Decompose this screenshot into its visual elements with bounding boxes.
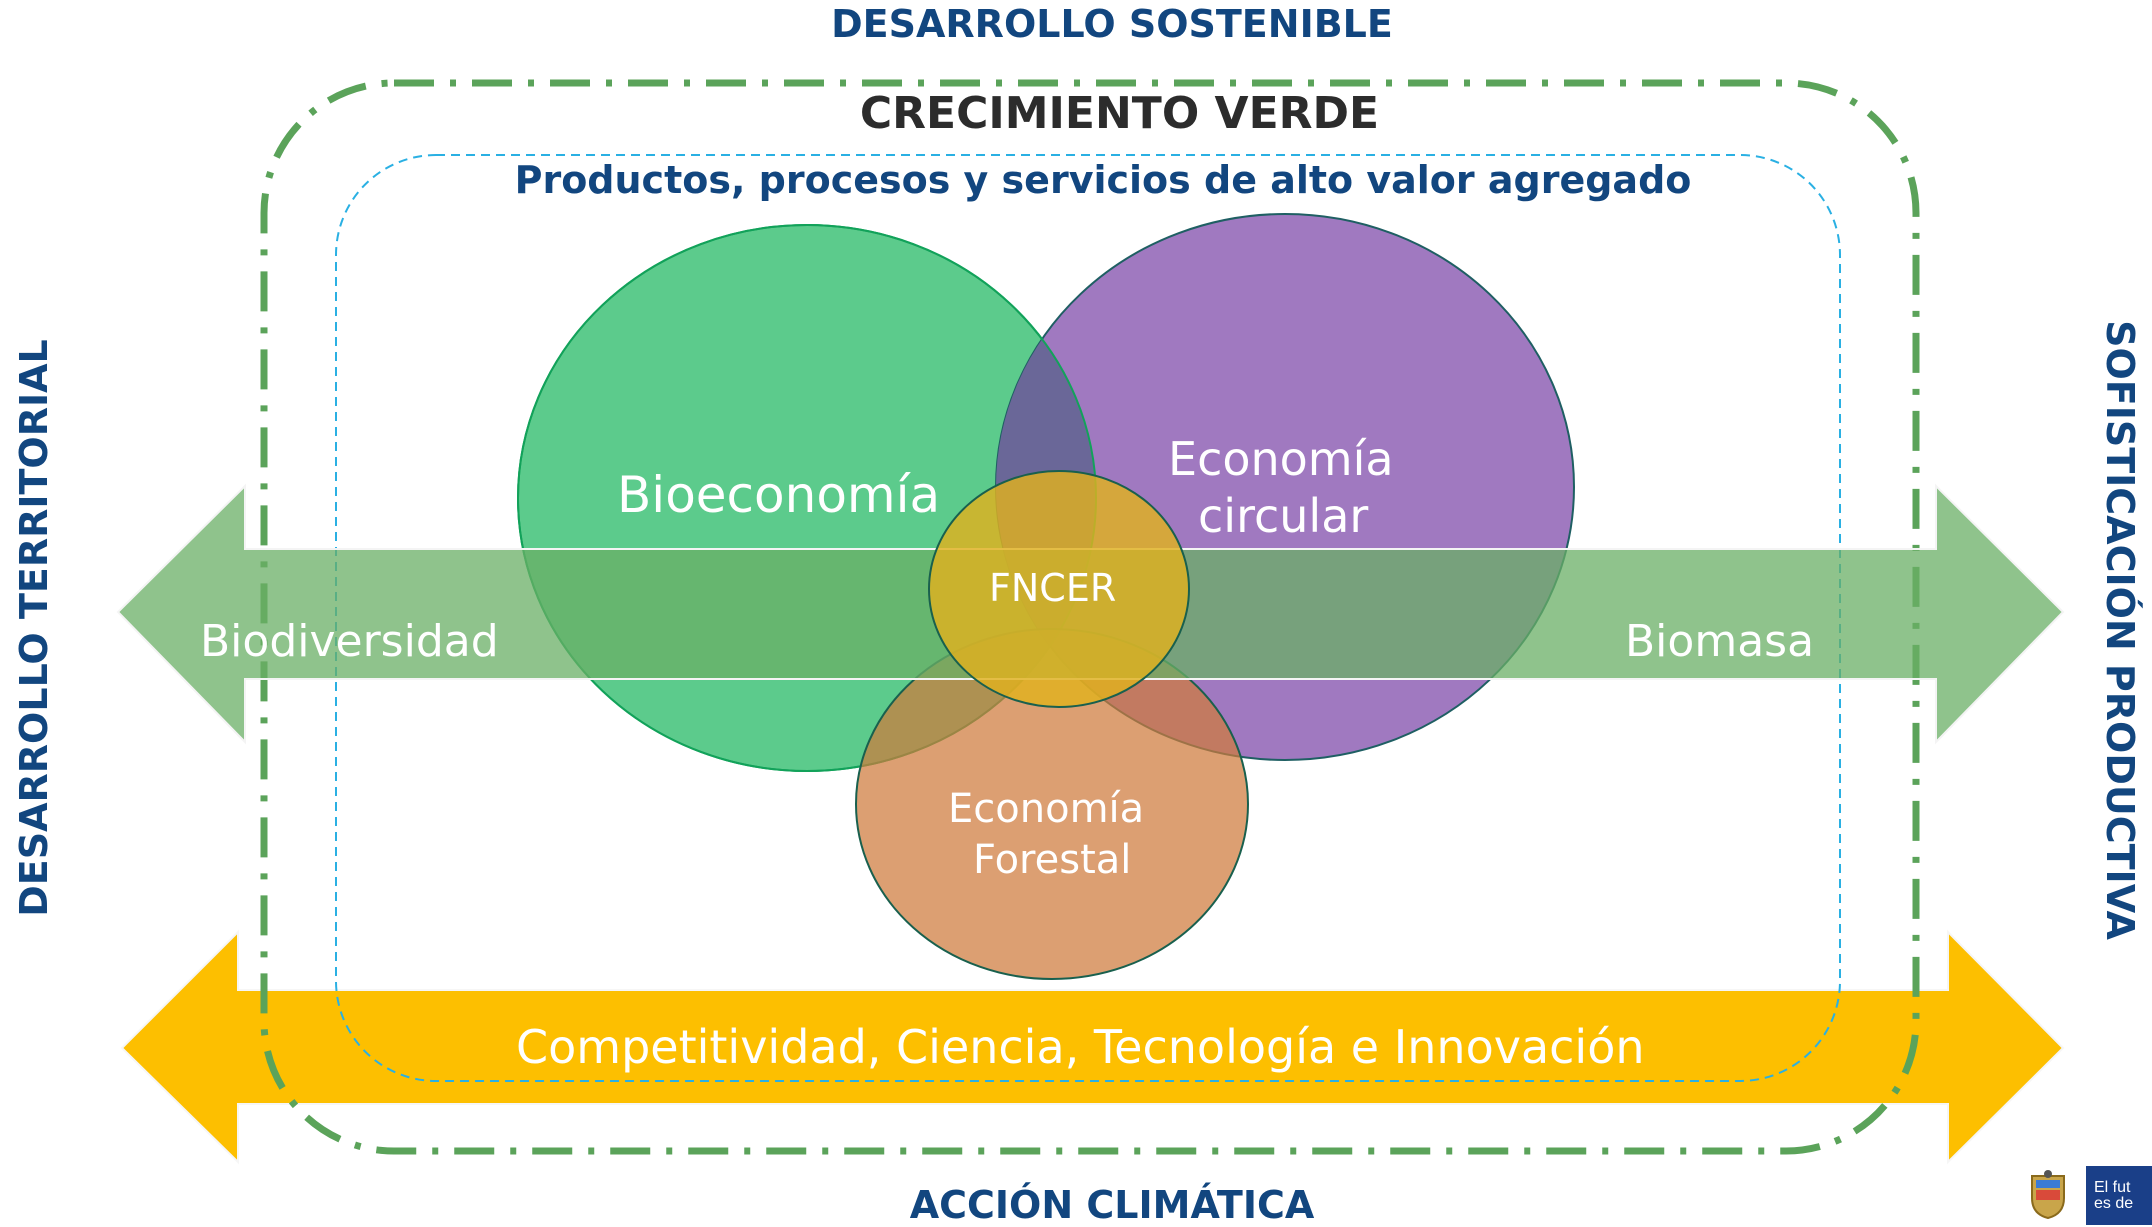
economia-forestal-label-line1: Economía <box>948 786 1145 832</box>
biomasa-label: Biomasa <box>1625 616 1815 667</box>
competitividad-arrow <box>120 929 2065 1165</box>
desarrollo-territorial-title: DESARROLLO TERRITORIAL <box>12 339 56 917</box>
accion-climatica-title: ACCIÓN CLIMÁTICA <box>909 1183 1315 1227</box>
fncer-circle <box>928 470 1190 708</box>
sofisticacion-productiva-title: SOFISTICACIÓN PRODUCTIVA <box>2098 320 2142 940</box>
competitividad-label: Competitividad, Ciencia, Tecnología e In… <box>516 1020 1645 1074</box>
logo-banner: El fut es de <box>2086 1166 2152 1225</box>
economia-circular-label-line1: Economía <box>1168 432 1394 486</box>
logo-text-line2: es de <box>2094 1195 2134 1212</box>
productos-title: Productos, procesos y servicios de alto … <box>514 158 1692 202</box>
gobierno-logo: El fut es de <box>2020 1166 2152 1225</box>
fncer-label: FNCER <box>989 566 1117 610</box>
crecimiento-verde-title: CRECIMIENTO VERDE <box>859 88 1380 139</box>
economia-forestal-label-line2: Forestal <box>973 837 1132 883</box>
logo-text-line1: El fut <box>2094 1179 2131 1196</box>
desarrollo-sostenible-title: DESARROLLO SOSTENIBLE <box>831 2 1393 46</box>
biodiversidad-label: Biodiversidad <box>200 616 499 667</box>
economia-circular-label-line2: circular <box>1198 489 1369 543</box>
coat-of-arms-icon <box>2031 1170 2065 1220</box>
bioeconomia-label: Bioeconomía <box>617 466 941 524</box>
logo-text: El fut es de <box>2094 1180 2133 1212</box>
